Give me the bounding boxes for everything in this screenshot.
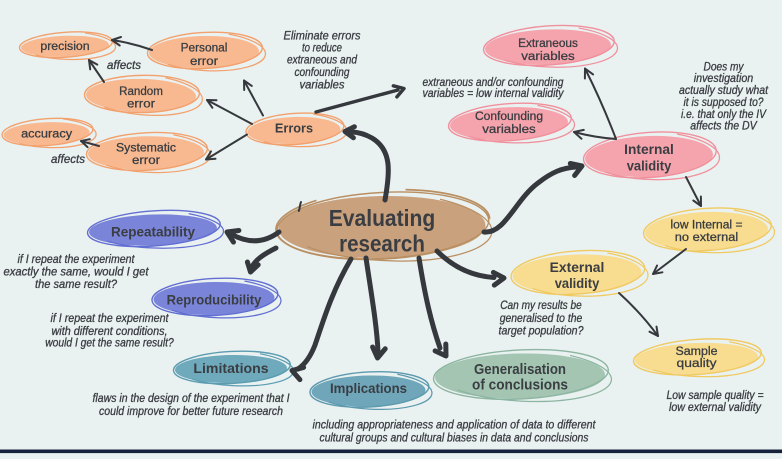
svg-text:error: error	[190, 54, 218, 68]
svg-text:affects: affects	[51, 153, 85, 166]
svg-text:Evaluating: Evaluating	[329, 205, 436, 231]
svg-text:accuracy: accuracy	[21, 126, 73, 140]
svg-text:Eliminate errors: Eliminate errors	[284, 30, 361, 43]
svg-text:Generalisation: Generalisation	[474, 361, 566, 378]
svg-text:target population?: target population?	[499, 326, 585, 338]
svg-text:Reproducibility: Reproducibility	[167, 292, 262, 308]
svg-text:extraneous and/or confounding: extraneous and/or confounding	[423, 76, 564, 89]
svg-text:exactly the same, would I get: exactly the same, would I get	[4, 266, 150, 279]
svg-text:validity: validity	[627, 158, 672, 174]
svg-text:if I repeat the experiment: if I repeat the experiment	[51, 312, 170, 325]
svg-text:External: External	[550, 259, 605, 275]
svg-text:Implications: Implications	[330, 380, 407, 396]
svg-text:generalised to the: generalised to the	[500, 313, 583, 325]
svg-text:research: research	[339, 230, 425, 256]
svg-text:affects: affects	[107, 59, 141, 72]
svg-text:including appropriateness and: including appropriateness and applicatio…	[313, 418, 597, 432]
svg-text:Systematic: Systematic	[116, 140, 176, 154]
svg-text:to reduce: to reduce	[302, 42, 342, 55]
svg-text:could improve for better futur: could improve for better future research	[99, 405, 283, 418]
svg-text:Extraneous: Extraneous	[518, 36, 578, 50]
svg-text:if I repeat the experiment: if I repeat the experiment	[18, 253, 136, 266]
svg-text:Does my: Does my	[704, 60, 745, 73]
svg-text:cultural groups and cultural b: cultural groups and cultural biases in d…	[320, 431, 589, 445]
svg-text:Random: Random	[119, 84, 163, 98]
svg-text:actually study what: actually study what	[679, 84, 769, 97]
svg-text:error: error	[127, 97, 155, 111]
svg-text:low external validity: low external validity	[669, 401, 762, 414]
svg-text:the same result?: the same result?	[35, 278, 118, 291]
svg-text:Sample: Sample	[676, 344, 718, 358]
svg-text:quality: quality	[677, 356, 718, 370]
svg-text:variables: variables	[482, 122, 536, 136]
svg-text:Low sample quality =: Low sample quality =	[667, 389, 764, 402]
svg-text:error: error	[132, 153, 160, 167]
svg-text:validity: validity	[555, 275, 600, 291]
svg-text:confounding: confounding	[295, 66, 350, 79]
svg-text:Errors: Errors	[275, 120, 313, 135]
svg-text:low Internal =: low Internal =	[671, 218, 743, 232]
svg-text:Personal: Personal	[181, 40, 228, 54]
svg-text:extraneous and: extraneous and	[287, 54, 357, 67]
svg-text:Confounding: Confounding	[475, 109, 543, 123]
svg-text:precision: precision	[40, 39, 89, 53]
svg-text:i.e. that only the IV: i.e. that only the IV	[681, 108, 767, 121]
svg-text:variables = low internal valid: variables = low internal validity	[423, 87, 565, 100]
svg-text:Internal: Internal	[624, 141, 674, 157]
svg-text:variables: variables	[521, 49, 575, 63]
svg-text:Can my results be: Can my results be	[500, 300, 582, 312]
svg-text:it is supposed to?: it is supposed to?	[684, 96, 764, 109]
svg-text:no external: no external	[675, 230, 739, 244]
svg-text:Repeatability: Repeatability	[111, 224, 195, 240]
svg-text:flaws in the design of the exp: flaws in the design of the experiment th…	[93, 392, 291, 405]
svg-text:variables: variables	[300, 79, 345, 92]
svg-text:affects the DV: affects the DV	[690, 120, 758, 133]
svg-text:with different conditions,: with different conditions,	[52, 325, 168, 338]
svg-text:investigation: investigation	[694, 72, 754, 85]
svg-text:of conclusions: of conclusions	[472, 377, 568, 394]
svg-text:Limitations: Limitations	[193, 360, 268, 376]
svg-text:would I get the same result?: would I get the same result?	[45, 337, 174, 350]
